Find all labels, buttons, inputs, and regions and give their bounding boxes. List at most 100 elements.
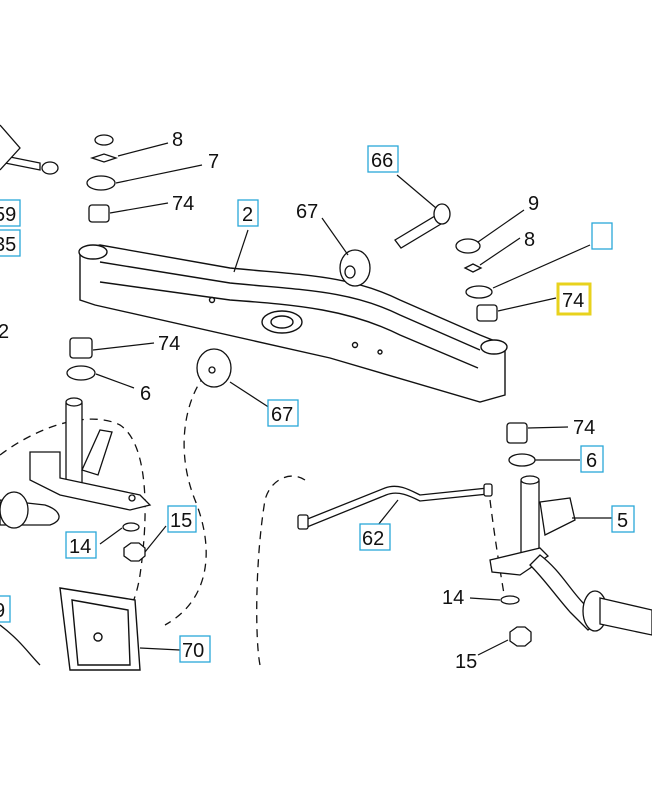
- axle-beam-lower-ridge: [99, 281, 479, 369]
- leader-67-upper: [321, 217, 349, 256]
- label-74-mid: 74: [158, 333, 180, 355]
- label-15-right: 15: [455, 651, 477, 673]
- left-cotter-pin: [89, 153, 119, 163]
- callout-14-left: 14: [65, 531, 97, 559]
- axle-center-pivot-inner: [270, 315, 294, 329]
- pivot-bolt-66-shank: [394, 215, 442, 249]
- label-15-left: 15: [170, 510, 192, 532]
- left-spindle-hole: [128, 494, 136, 502]
- bracket-70: [59, 587, 141, 671]
- pivot-washer-67-upper-inner: [344, 265, 356, 279]
- callout-35: 35: [0, 229, 21, 257]
- callout-74-right-highlight: 74: [556, 282, 592, 316]
- callout-70: 70: [179, 635, 211, 663]
- right-lower-hardware: [500, 595, 532, 647]
- leader-8-right: [479, 237, 521, 266]
- right-spindle: [489, 475, 652, 636]
- callout-67-mid: 67: [267, 399, 299, 427]
- pivot-washer-67-lower-hole: [208, 366, 216, 374]
- leader-15-right: [477, 639, 509, 656]
- leader-74-right: [497, 297, 557, 312]
- label-14-left: 14: [69, 536, 91, 558]
- right-spindle-top: [520, 475, 540, 485]
- label-67-top: 67: [296, 201, 318, 223]
- bracket-70-inner: [71, 599, 131, 666]
- leader-70: [139, 647, 181, 651]
- label-74-right-highlight: 74: [562, 290, 584, 312]
- leader-2: [233, 229, 249, 273]
- drag-link-end-right: [483, 483, 493, 497]
- axle-hole-3: [377, 349, 383, 355]
- left-spindle-shaft: [65, 399, 83, 489]
- left-bottom-partial-shape: [0, 624, 41, 666]
- callout-9-partial: 9: [0, 595, 11, 623]
- callout-66: 66: [367, 145, 399, 173]
- leader-74-top: [109, 202, 169, 214]
- label-62: 62: [362, 528, 384, 550]
- label-8-top: 8: [172, 129, 183, 151]
- callout-6-right: 6: [580, 445, 604, 473]
- left-lower-hardware: [122, 522, 146, 562]
- center-pivot-parts: [196, 203, 451, 388]
- leader-14-left: [99, 527, 123, 545]
- left-hardware-stack: [66, 134, 119, 381]
- right-cap-9: [455, 238, 481, 254]
- label-2-partial: 2: [0, 321, 9, 343]
- axle-left-pivot-boss: [78, 244, 108, 260]
- drag-link-rod: [304, 485, 489, 528]
- left-edge-parts: [0, 124, 59, 175]
- right-bushing-74-lower: [506, 422, 528, 444]
- label-74-top: 74: [172, 193, 194, 215]
- left-nut-15: [123, 542, 146, 562]
- callout-15-left: 15: [167, 505, 197, 533]
- left-spindle-arm: [29, 451, 152, 511]
- leader-8-top: [117, 142, 169, 157]
- label-35-partial: 35: [0, 234, 16, 256]
- label-5: 5: [617, 510, 628, 532]
- right-nut-15: [509, 626, 532, 647]
- label-6-left: 6: [140, 383, 151, 405]
- pivot-bolt-66-head: [433, 203, 451, 225]
- left-spindle-top: [65, 397, 83, 407]
- label-7-top: 7: [208, 151, 219, 173]
- leader-62: [377, 499, 399, 526]
- callout-5: 5: [611, 505, 635, 533]
- leader-14-right: [469, 597, 501, 601]
- dashed-line-pivot-bolt: [164, 374, 207, 626]
- callout-7-right: [591, 222, 613, 250]
- left-edge-bracket: [0, 124, 21, 171]
- left-wheel-hub: [0, 491, 29, 529]
- leader-7-right: [492, 244, 591, 289]
- leader-lines: [92, 142, 612, 656]
- left-washer-top: [86, 175, 116, 191]
- left-spindle: [0, 397, 152, 529]
- label-14-right: 14: [442, 587, 464, 609]
- right-spindle-shaft: [520, 477, 540, 557]
- right-washer-6: [508, 453, 536, 467]
- callout-62: 62: [359, 523, 391, 551]
- label-70: 70: [182, 640, 204, 662]
- label-8-right: 8: [524, 229, 535, 251]
- right-cotter-pin-8: [463, 263, 483, 273]
- axle-beam-top-ridge: [99, 261, 481, 351]
- left-bushing-lower: [69, 337, 93, 359]
- right-washer-14: [500, 595, 520, 605]
- drag-link-62: [297, 483, 493, 530]
- leader-7-top: [115, 164, 203, 184]
- left-spindle-steering-arm: [81, 429, 113, 476]
- leader-9-right: [477, 209, 525, 243]
- right-washer-7: [465, 285, 493, 299]
- dashed-line-drag-link: [256, 475, 306, 666]
- right-spindle-bracket: [539, 497, 576, 536]
- leader-15-left: [144, 525, 167, 553]
- label-2-axle: 2: [242, 204, 253, 226]
- callout-59: 59: [0, 199, 21, 227]
- axle-hole-1: [208, 296, 216, 304]
- label-9-partial: 9: [0, 600, 5, 622]
- label-67-mid: 67: [271, 404, 293, 426]
- right-axle-stub: [599, 597, 652, 636]
- bracket-70-hole: [93, 632, 103, 642]
- axle-hole-2: [351, 341, 359, 349]
- callout-2-axle: 2: [237, 199, 259, 227]
